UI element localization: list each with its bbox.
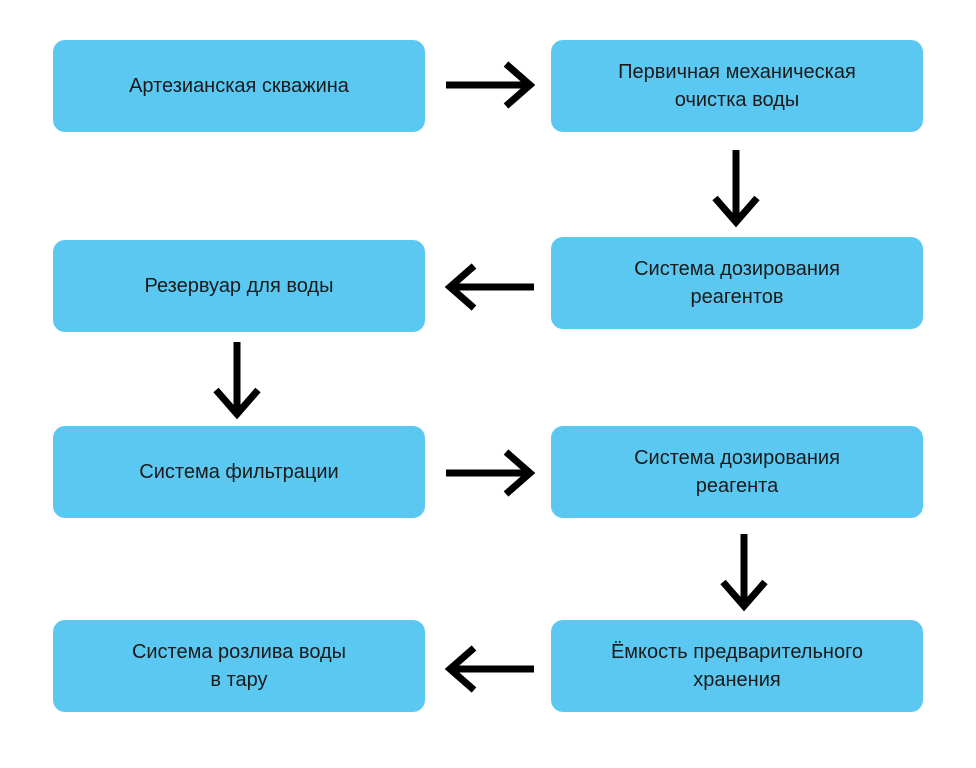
arrow-down-icon — [213, 342, 261, 420]
arrow-right-icon — [446, 61, 536, 109]
edge-arrow-down-3 — [719, 532, 769, 612]
node-pre-storage-tank: Ёмкость предварительного хранения — [551, 620, 923, 712]
node-reagent-dosing-system-1: Система дозирования реагентов — [551, 237, 923, 329]
edge-arrow-right-1 — [444, 60, 536, 110]
node-filtration-system: Система фильтрации — [53, 426, 425, 518]
arrow-down-icon — [712, 150, 760, 228]
node-primary-mechanical-cleaning: Первичная механическая очистка воды — [551, 40, 923, 132]
edge-arrow-down-1 — [711, 148, 761, 228]
edge-arrow-down-2 — [212, 340, 262, 420]
edge-arrow-left-2 — [444, 644, 536, 694]
node-reagent-dosing-system-2: Система дозирования реагента — [551, 426, 923, 518]
node-artesian-well: Артезианская скважина — [53, 40, 425, 132]
arrow-right-icon — [446, 449, 536, 497]
edge-arrow-left-1 — [444, 262, 536, 312]
arrow-left-icon — [444, 263, 534, 311]
arrow-left-icon — [444, 645, 534, 693]
node-bottling-system: Система розлива воды в тару — [53, 620, 425, 712]
node-water-reservoir: Резервуар для воды — [53, 240, 425, 332]
arrow-down-icon — [720, 534, 768, 612]
edge-arrow-right-2 — [444, 448, 536, 498]
